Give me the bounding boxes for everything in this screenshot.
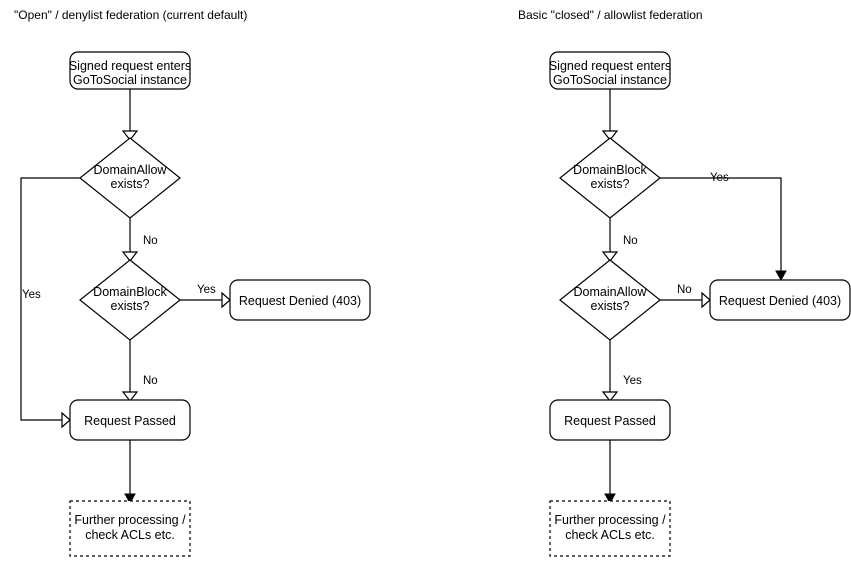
arrowhead-open-left-passed-from-no <box>121 391 139 402</box>
edge-label-right-decision2-yes: Yes <box>623 375 642 387</box>
edge-right-decision1-yes-to-denied: Yes <box>660 172 787 282</box>
edge-right-decision1-no-to-decision2: No <box>601 218 638 262</box>
node-decision-domainallow-right: DomainAllow exists? <box>559 259 661 341</box>
node-request-denied-right: Request Denied (403) <box>709 279 851 321</box>
edge-right-decision1-yes-line <box>660 177 782 272</box>
node-decision-domainallow-right-label-line1: DomainAllow <box>574 285 648 299</box>
edge-label-left-decision2-yes: Yes <box>197 284 216 296</box>
node-request-denied-left-shape <box>229 279 371 321</box>
arrowhead-open-left-decision1 <box>121 130 139 141</box>
edge-right-passed-to-further <box>604 440 616 505</box>
node-request-denied-left: Request Denied (403) <box>229 279 371 321</box>
arrowhead-solid-right-denied-from-yes <box>775 270 787 282</box>
edge-right-decision2-yes-to-passed: Yes <box>601 340 642 402</box>
edge-label-right-decision1-no: No <box>623 235 638 247</box>
node-start-right: Signed request enters GoToSocial instanc… <box>549 51 671 90</box>
arrowhead-open-right-decision2 <box>601 251 619 262</box>
node-further-processing-right: Further processing / check ACLs etc. <box>549 500 671 557</box>
panel-open-denylist: "Open" / denylist federation (current de… <box>14 8 371 557</box>
node-request-passed-right-label: Request Passed <box>564 414 656 428</box>
node-decision-domainallow-right-label-line2: exists? <box>591 299 630 313</box>
arrowhead-open-right-passed <box>601 391 619 402</box>
arrowhead-open-left-decision2 <box>121 251 139 262</box>
edge-left-decision1-no-to-decision2: No <box>121 218 158 262</box>
node-request-passed-right: Request Passed <box>549 399 671 441</box>
node-decision-domainblock-right-label-line2: exists? <box>591 177 630 191</box>
node-decision-domainallow-left: DomainAllow exists? <box>79 137 181 219</box>
edge-label-left-decision2-no: No <box>143 375 158 387</box>
edge-label-right-decision2-no: No <box>677 284 692 296</box>
node-request-denied-right-shape <box>709 279 851 321</box>
panel-title-open-denylist: "Open" / denylist federation (current de… <box>14 8 247 22</box>
node-further-processing-left-label-line2: check ACLs etc. <box>85 528 175 542</box>
arrowhead-open-right-denied-from-no <box>701 291 711 309</box>
edge-left-decision2-no-to-passed: No <box>121 340 158 402</box>
arrowhead-open-right-decision1 <box>601 130 619 141</box>
node-decision-domainblock-left: DomainBlock exists? <box>79 259 181 341</box>
edge-label-left-decision1-yes: Yes <box>22 289 41 301</box>
edge-label-right-decision1-yes: Yes <box>710 172 729 184</box>
node-start-left: Signed request enters GoToSocial instanc… <box>69 51 191 90</box>
node-request-passed-left: Request Passed <box>69 399 191 441</box>
edge-right-decision2-no-to-denied: No <box>660 284 711 309</box>
arrowhead-open-left-passed-from-yes <box>61 411 71 429</box>
node-decision-domainallow-left-label-line1: DomainAllow <box>94 163 168 177</box>
arrowhead-solid-left-further <box>124 493 136 505</box>
node-request-denied-left-label: Request Denied (403) <box>239 294 361 308</box>
node-further-processing-left-shape <box>69 500 191 557</box>
edge-left-decision2-yes-to-denied: Yes <box>180 284 231 309</box>
node-further-processing-left-label-line1: Further processing / <box>74 513 186 527</box>
node-further-processing-right-shape <box>549 500 671 557</box>
node-further-processing-left: Further processing / check ACLs etc. <box>69 500 191 557</box>
edge-left-decision1-yes-to-passed: Yes <box>20 177 80 429</box>
node-further-processing-right-label-line2: check ACLs etc. <box>565 528 655 542</box>
node-decision-domainblock-right: DomainBlock exists? <box>559 137 661 219</box>
arrowhead-open-left-denied <box>221 291 231 309</box>
node-start-right-label-line1: Signed request enters <box>549 59 671 73</box>
node-request-passed-left-label: Request Passed <box>84 414 176 428</box>
arrowhead-solid-right-further <box>604 493 616 505</box>
panel-title-closed-allowlist: Basic "closed" / allowlist federation <box>518 8 703 22</box>
panel-closed-allowlist: Basic "closed" / allowlist federation Si… <box>518 8 851 557</box>
edge-left-start-to-decision1 <box>121 89 139 141</box>
node-decision-domainblock-left-label-line1: DomainBlock <box>93 285 167 299</box>
node-start-left-label-line2: GoToSocial instance <box>73 73 187 87</box>
node-decision-domainblock-right-label-line1: DomainBlock <box>573 163 647 177</box>
node-start-left-label-line1: Signed request enters <box>69 59 191 73</box>
edge-left-passed-to-further <box>124 440 136 505</box>
node-request-denied-right-label: Request Denied (403) <box>719 294 841 308</box>
node-decision-domainblock-left-label-line2: exists? <box>111 299 150 313</box>
edge-label-left-decision1-no: No <box>143 235 158 247</box>
edge-right-start-to-decision1 <box>601 89 619 141</box>
node-further-processing-right-label-line1: Further processing / <box>554 513 666 527</box>
node-start-right-label-line2: GoToSocial instance <box>553 73 667 87</box>
node-decision-domainallow-left-label-line2: exists? <box>111 177 150 191</box>
edge-left-decision1-yes-line <box>20 177 80 421</box>
